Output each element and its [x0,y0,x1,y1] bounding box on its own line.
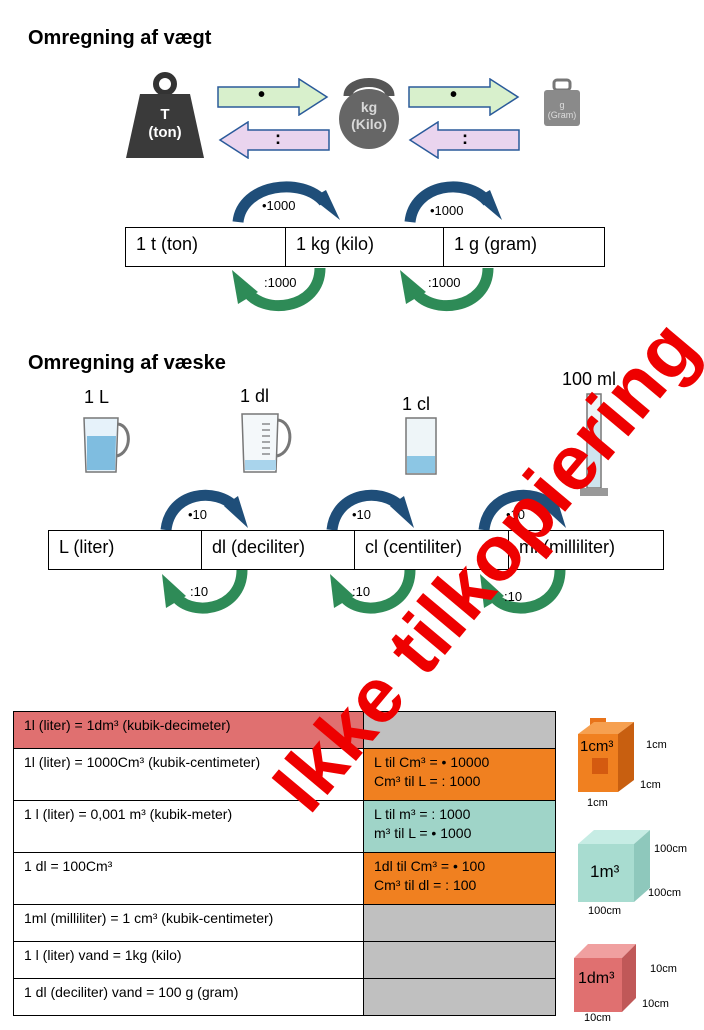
label-1cl: 1 cl [402,394,431,414]
weight-top-label-2: •1000 [430,203,464,218]
cube-m3-bottom: 100cm [588,905,622,917]
cube-cm3-depth: 1cm [640,779,661,791]
cube-dm3-label: 1dm³ [578,970,615,987]
divide-arrow-1 [218,121,330,159]
cube-m3-icon [578,830,650,902]
curved-divide-arrow-2 [400,267,494,312]
divide-arrow-2 [408,121,520,159]
gram-weight-icon [544,78,580,126]
cube-dm3-icon [574,944,636,1012]
table-row: 1l (liter) = 1000Cm³ (kubik-centimeter)L… [13,748,556,801]
liquid-scale-row: L (liter) dl (deciliter) cl (centiliter)… [48,530,664,570]
liquid-bottom-label-3: :10 [504,589,523,604]
kettlebell-icon [339,78,399,149]
beaker-icon [405,417,437,475]
table-cell-equation: 1 dl = 100Cm³ [13,852,364,905]
cube-dm3-bottom: 10cm [584,1012,611,1024]
table-row: 1 dl (deciliter) vand = 100 g (gram) [13,978,556,1016]
curved-multiply-arrow-l3 [478,489,566,532]
liquid-bottom-label-2: :10 [352,584,371,599]
table-cell-rule: L til m³ = : 1000 m³ til L = • 1000 [363,800,556,853]
divide-symbol-1: : [275,128,281,148]
conversion-table: 1l (liter) = 1dm³ (kubik-decimeter)1l (l… [13,711,556,1016]
label-1dl: 1 dl [240,386,270,406]
curved-multiply-arrow-l1 [160,489,248,532]
table-row: 1ml (milliliter) = 1 cm³ (kubik-centimet… [13,904,556,942]
cube-cm3-icon [578,718,634,792]
table-row: 1l (liter) = 1dm³ (kubik-decimeter) [13,711,556,749]
multiply-symbol-1: • [258,84,266,106]
cube-dm3-depth: 10cm [642,998,669,1010]
curved-divide-arrow-l2 [330,569,416,614]
table-cell-rule [363,904,556,942]
table-cell-rule: L til Cm³ = • 10000 Cm³ til L = : 1000 [363,748,556,801]
table-row: 1 l (liter) vand = 1kg (kilo) [13,941,556,979]
ton-icon-text: T(ton) [148,106,182,141]
cube-cm3-side: 1cm [646,739,667,751]
table-row: 1 l (liter) = 0,001 m³ (kubik-meter)L ti… [13,800,556,853]
table-cell-rule [363,711,556,749]
curved-multiply-arrow-1 [232,181,340,224]
liquid-cell-milliliter: ml (milliliter) [519,537,615,557]
table-cell-equation: 1 l (liter) vand = 1kg (kilo) [13,941,364,979]
ton-weight-icon [126,72,204,158]
cube-m3-side: 100cm [654,843,688,855]
weight-cell-gram: 1 g (gram) [454,234,538,254]
curved-divide-arrow-l3 [480,569,566,614]
weight-bottom-label-2: :1000 [428,275,461,290]
label-100ml: 100 ml [562,369,617,389]
measuring-jug-icon [83,417,130,473]
curved-multiply-arrow-2 [404,181,502,224]
table-cell-equation: 1 l (liter) = 0,001 m³ (kubik-meter) [13,800,364,853]
table-cell-equation: 1 dl (deciliter) vand = 100 g (gram) [13,978,364,1016]
weight-scale-row: 1 t (ton) 1 kg (kilo) 1 g (gram) [125,227,605,267]
table-cell-equation: 1l (liter) = 1000Cm³ (kubik-centimeter) [13,748,364,801]
weight-heading: Omregning af vægt [28,27,212,49]
gram-icon-text: g(Gram) [547,100,577,120]
liquid-top-label-1: •10 [188,507,208,522]
graduated-cylinder-icon [580,393,608,496]
table-cell-equation: 1ml (milliliter) = 1 cm³ (kubik-centimet… [13,904,364,942]
weight-cell-ton: 1 t (ton) [126,228,286,266]
table-cell-equation: 1l (liter) = 1dm³ (kubik-decimeter) [13,711,364,749]
weight-top-label-1: •1000 [262,198,296,213]
liquid-top-label-2: •10 [352,507,372,522]
cube-m3-depth: 100cm [648,887,682,899]
table-cell-rule [363,941,556,979]
cube-cm3-bottom: 1cm [587,797,608,809]
table-cell-rule: 1dl til Cm³ = • 100 Cm³ til dl = : 100 [363,852,556,905]
label-1l: 1 L [84,387,110,407]
deciliter-jug-icon [241,413,292,473]
liquid-top-label-3: •10 [506,507,526,522]
cube-m3-label: 1m³ [590,862,620,881]
multiply-arrow-2 [408,78,520,116]
liquid-heading: Omregning af væske [28,352,226,374]
cube-cm3-label: 1cm³ [580,738,614,755]
liquid-bottom-label-1: :10 [190,584,209,599]
liquid-cell-liter: L (liter) [49,531,202,569]
multiply-symbol-2: • [450,84,458,106]
curved-multiply-arrow-l2 [326,489,414,532]
table-cell-rule [363,978,556,1016]
curved-divide-arrow-1 [232,267,326,312]
weight-cell-kilo: 1 kg (kilo) [286,228,444,266]
liquid-cell-centiliter: cl (centiliter) [355,531,509,569]
weight-bottom-label-1: :1000 [264,275,297,290]
cube-dm3-side: 10cm [650,963,677,975]
liquid-cell-deciliter: dl (deciliter) [202,531,355,569]
divide-symbol-2: : [462,128,468,148]
curved-divide-arrow-l1 [162,569,248,614]
kg-icon-text: kg(Kilo) [351,99,387,132]
multiply-arrow-1 [217,78,329,116]
